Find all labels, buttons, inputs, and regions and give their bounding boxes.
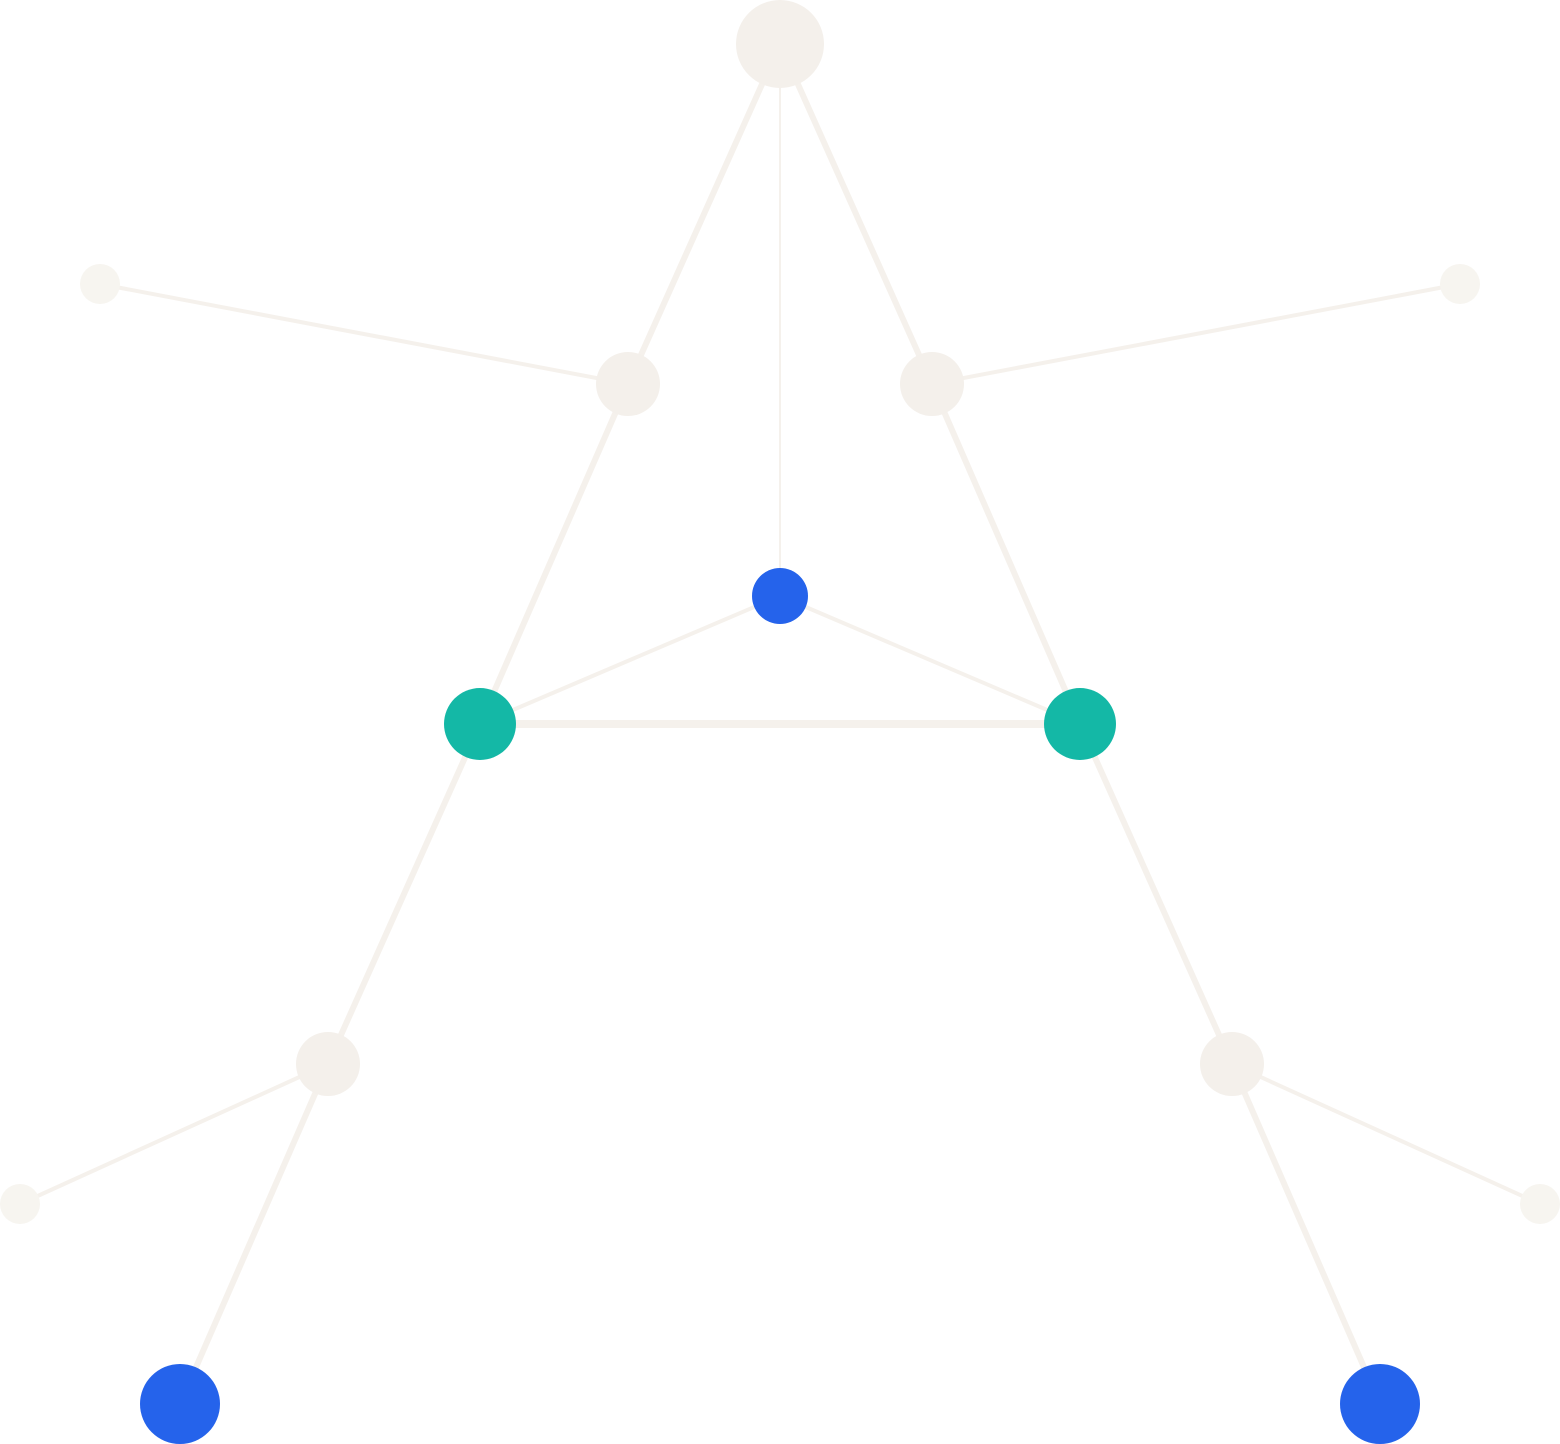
- edge-lower-left-to-bottom-far-left: [18, 1062, 330, 1206]
- node-center: [752, 568, 808, 624]
- node-far-right: [1440, 264, 1480, 304]
- edge-upper-left-to-far-left: [98, 282, 630, 386]
- node-mid-left: [444, 688, 516, 760]
- edge-apex-to-upper-left: [625, 41, 783, 387]
- edge-center-to-mid-left: [478, 594, 782, 726]
- edge-upper-right-to-far-right: [930, 282, 1462, 386]
- node-apex: [736, 0, 824, 88]
- node-mid-right: [1044, 688, 1116, 760]
- edge-upper-left-to-mid-left: [477, 381, 631, 727]
- edge-lower-left-to-bottom-left: [177, 1061, 331, 1407]
- node-upper-right: [900, 352, 964, 416]
- edge-lower-right-to-bottom-right: [1229, 1061, 1383, 1407]
- node-bottom-left: [140, 1364, 220, 1444]
- node-far-left: [80, 264, 120, 304]
- edge-upper-right-to-mid-right: [929, 381, 1083, 727]
- node-lower-left: [296, 1032, 360, 1096]
- edge-lower-right-to-bottom-far-right: [1230, 1062, 1542, 1206]
- edges-layer: [18, 41, 1542, 1407]
- edge-apex-to-upper-right: [777, 41, 935, 387]
- edge-center-to-mid-right: [778, 594, 1082, 726]
- node-bottom-right: [1340, 1364, 1420, 1444]
- edge-mid-left-to-lower-left: [325, 721, 483, 1067]
- node-bottom-far-left: [0, 1184, 40, 1224]
- node-lower-right: [1200, 1032, 1264, 1096]
- node-bottom-far-right: [1520, 1184, 1560, 1224]
- edge-mid-right-to-lower-right: [1077, 721, 1235, 1067]
- node-upper-left: [596, 352, 660, 416]
